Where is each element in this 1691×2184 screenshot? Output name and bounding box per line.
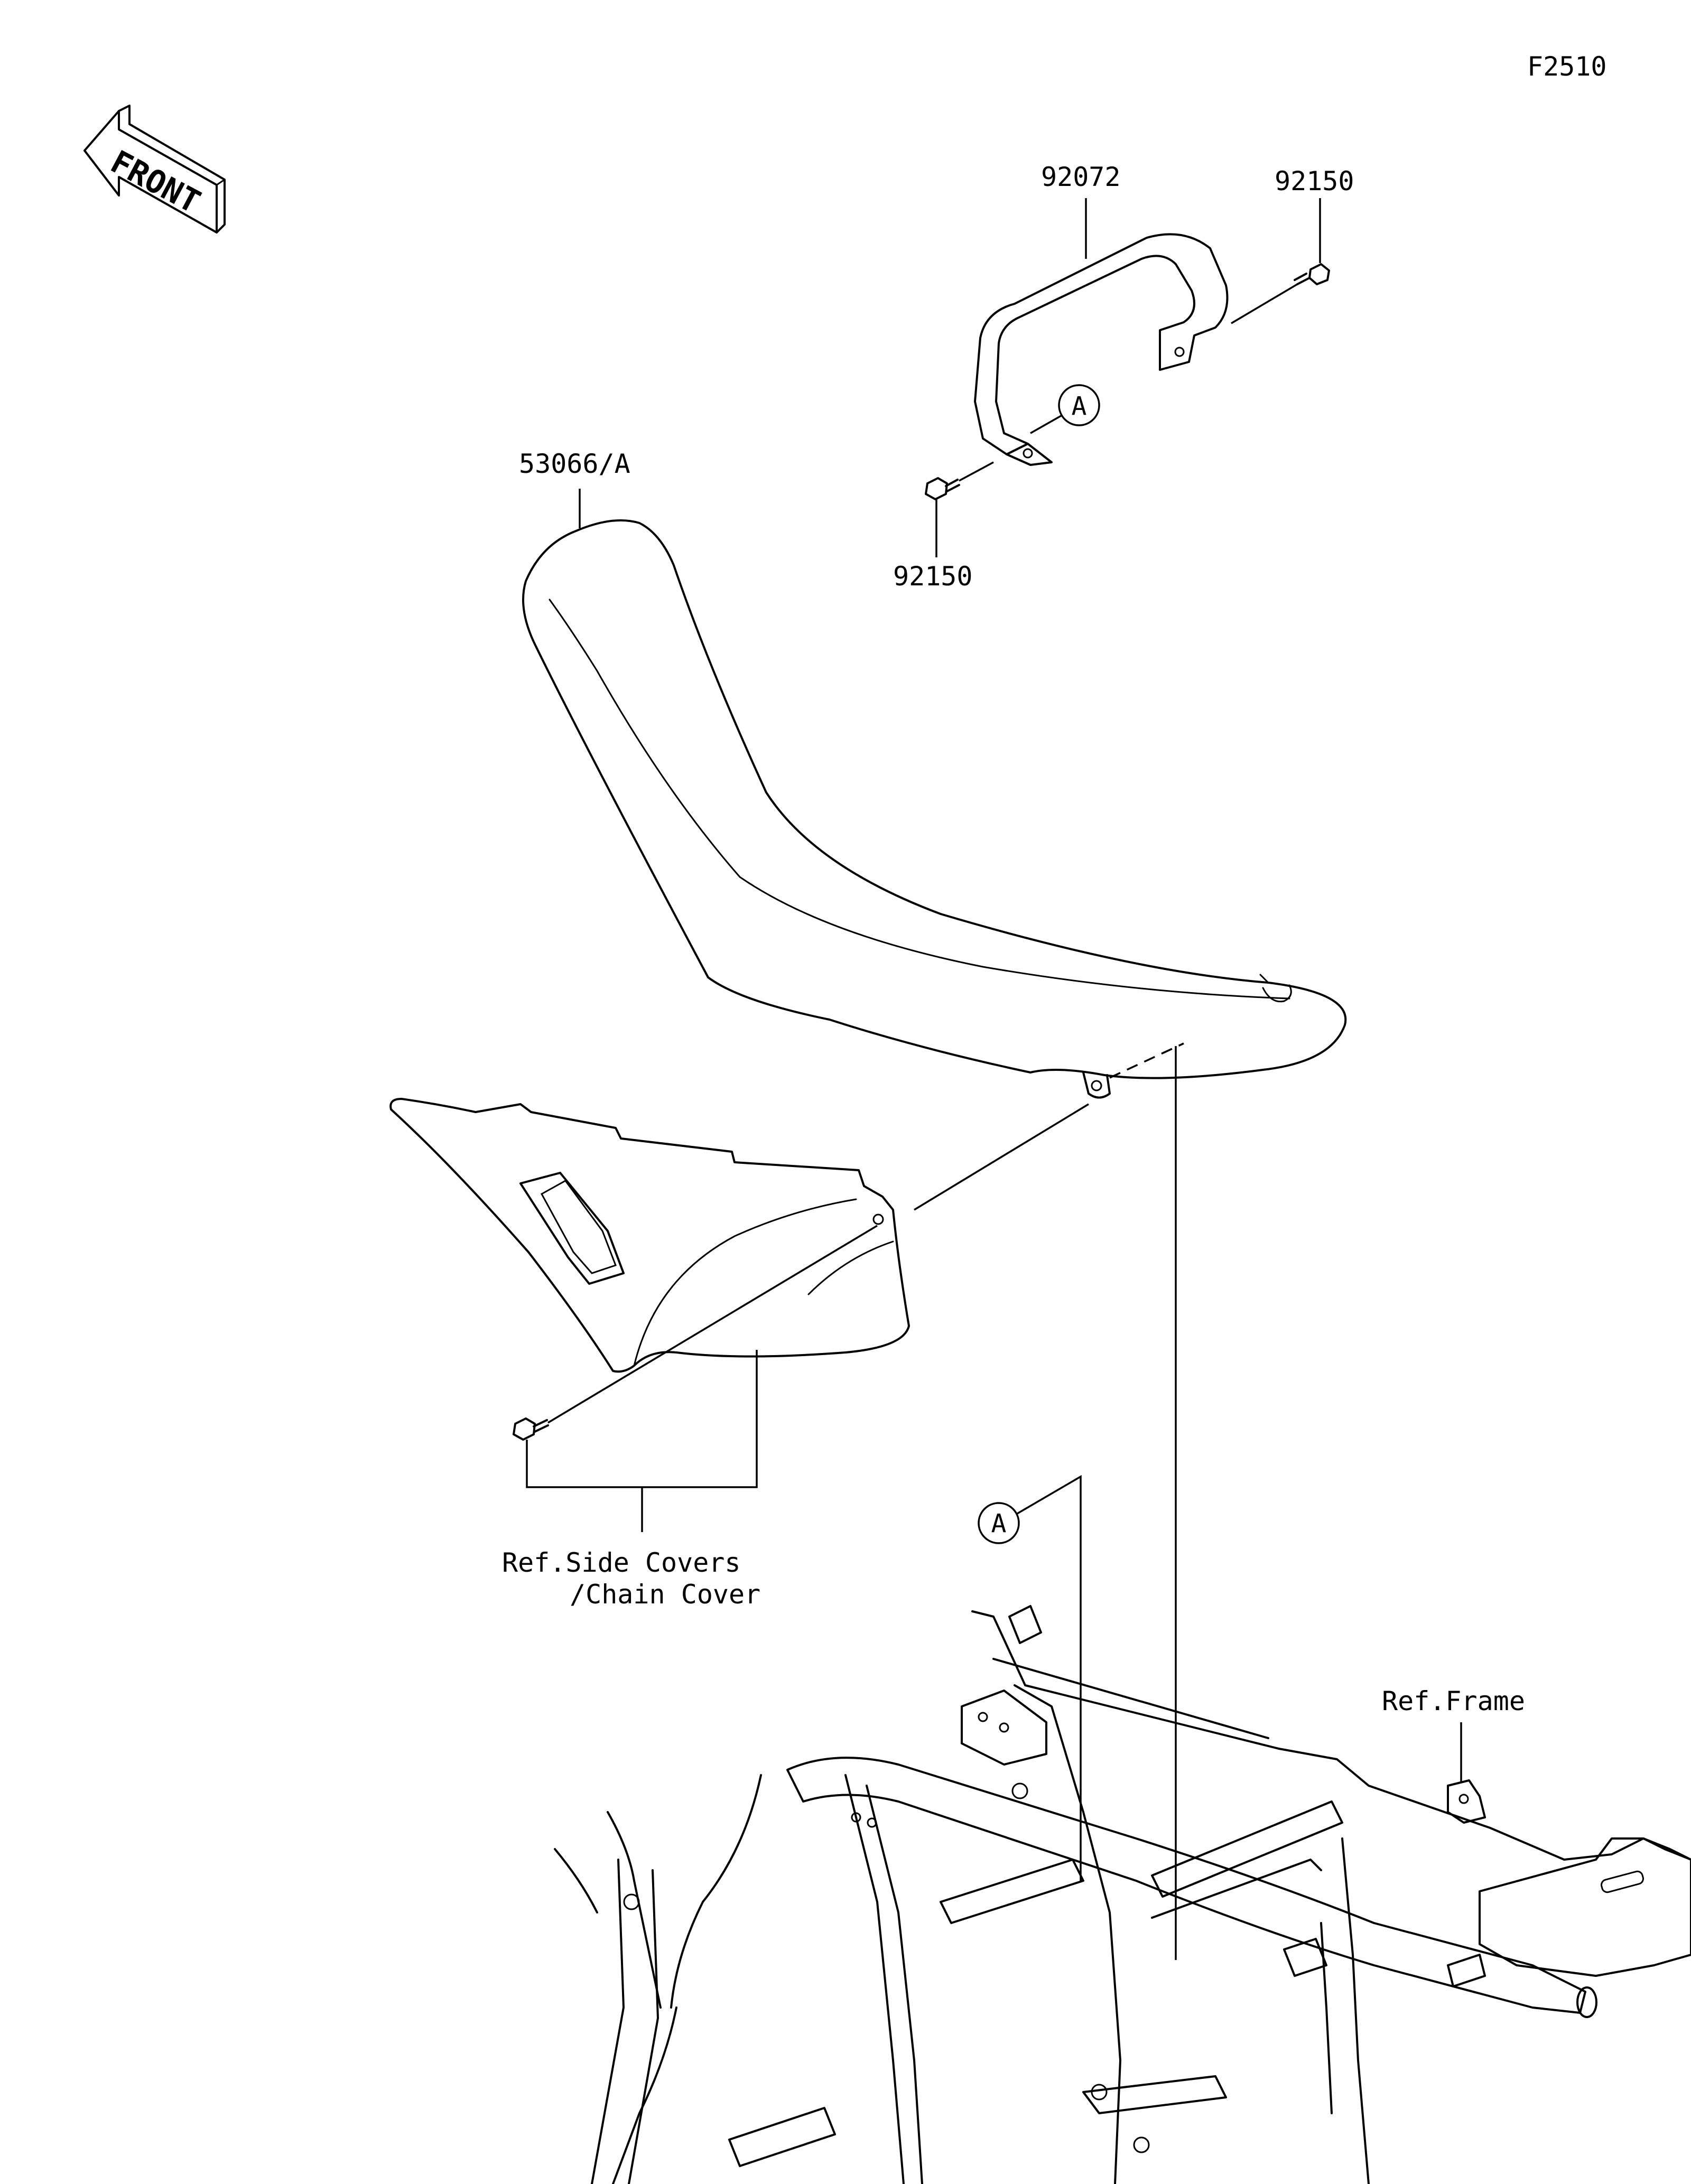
ref-side-covers-line1: Ref.Side Covers bbox=[502, 1547, 741, 1578]
grab-bar bbox=[974, 233, 1229, 466]
side-cover bbox=[389, 1098, 910, 1373]
frame bbox=[554, 1605, 1691, 2184]
callout-92072: 92072 bbox=[1041, 162, 1121, 192]
ref-side-covers-line2: /Chain Cover bbox=[570, 1579, 760, 1610]
front-direction-arrow-icon: FRONT bbox=[83, 105, 226, 234]
ref-frame-label: Ref.Frame bbox=[1382, 1686, 1525, 1716]
ref-marker-lower: A bbox=[978, 1474, 1082, 1881]
side-cover-screw bbox=[513, 1103, 1089, 1441]
bolt-left bbox=[925, 461, 994, 557]
front-arrow-label: FRONT bbox=[105, 143, 206, 221]
callout-92150-left: 92150 bbox=[893, 561, 973, 592]
seat bbox=[522, 519, 1347, 1099]
ref-marker-upper: A bbox=[1030, 384, 1100, 434]
callout-53066a: 53066/A bbox=[519, 449, 630, 479]
ref-marker-lower-label: A bbox=[991, 1509, 1007, 1538]
bolt-right bbox=[1231, 198, 1330, 324]
ref-marker-upper-label: A bbox=[1072, 391, 1087, 421]
figure-code: F2510 bbox=[1527, 51, 1607, 82]
callout-92150-right: 92150 bbox=[1275, 166, 1354, 197]
